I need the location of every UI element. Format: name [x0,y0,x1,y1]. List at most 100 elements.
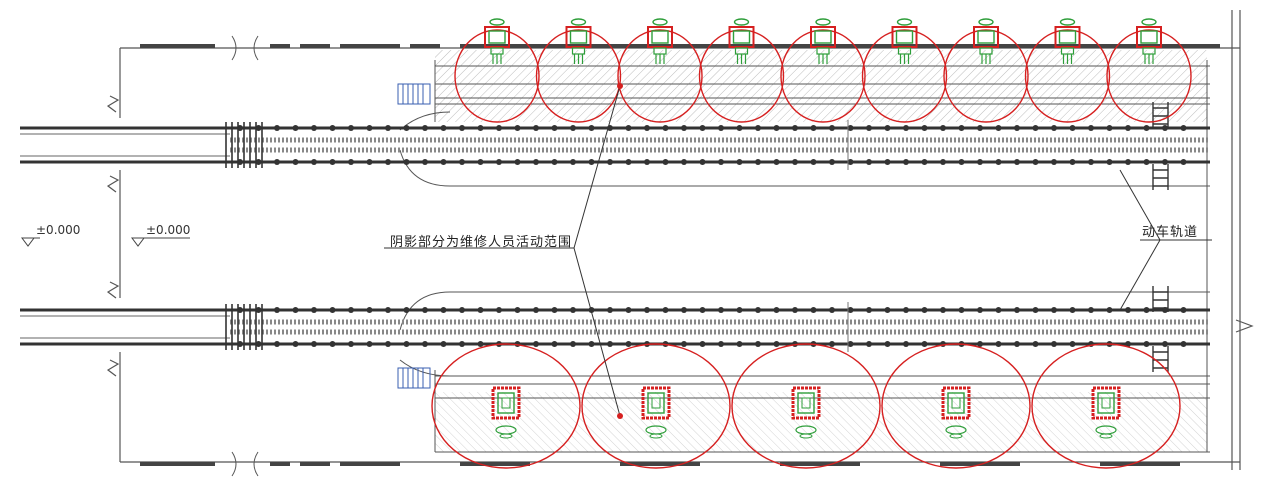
sleeper-dot [681,125,687,131]
sleeper-dot [792,307,798,313]
sleeper-dot [884,307,891,313]
jack-equipment-icon [728,18,755,64]
jack-equipment-icon [565,18,592,64]
sleeper-dot [810,307,817,313]
jack-equipment-icon [810,18,836,64]
equipment-frame [641,386,671,420]
equipment-housing [810,26,836,48]
equipment-inner [651,397,661,409]
sleeper-dot [940,159,946,165]
sleeper-dot [1051,159,1057,165]
sleeper-dot [958,307,965,313]
range-circle [1024,29,1111,123]
jack-equipment-icon [973,18,999,64]
range-circle [617,29,703,123]
sleeper-dot [607,159,613,165]
sleeper-dot [514,125,521,131]
sleeper-dot [1069,125,1076,131]
equipment-base-ring [949,433,963,439]
sleeper-dot [625,125,632,131]
sleeper-dot [1125,159,1131,165]
sleeper-dot [551,307,558,313]
sleeper-dot [995,159,1002,165]
sleeper-dot [274,159,280,165]
sleeper-dot [662,125,669,131]
stair-bottom [397,367,431,389]
sleeper-dot [1162,159,1168,165]
equipment-core [814,30,832,44]
sleeper-dot [755,307,761,313]
range-circle [1031,343,1181,469]
sleeper-dot [348,159,354,165]
sleeper-dot [607,341,613,347]
sleeper-dot [940,125,946,131]
sleeper-dot [496,159,502,165]
sleeper-dot [1162,125,1168,131]
sleeper-dot [1014,159,1020,165]
sleeper-dot [551,159,558,165]
sleeper-dot [718,307,724,313]
range-circle [780,29,866,123]
equipment-frame [1091,386,1121,420]
equipment-housing [891,26,918,48]
top-equipment-row [484,18,1162,64]
sleeper-dot [422,341,428,347]
sleeper-dot [311,125,317,131]
sleeper-dot [829,125,835,131]
equipment-housing [484,26,510,48]
sleeper-dot [255,125,262,131]
sleeper-dot [1162,341,1168,347]
sleeper-dot [921,159,928,165]
sleeper-dot [588,341,595,347]
equipment-housing [728,26,755,48]
equipment-core [732,30,751,44]
sleeper-dot [977,307,983,313]
sleeper-dot [422,159,428,165]
sleeper-dot [422,307,428,313]
sleeper-dot [773,307,780,313]
sleeper-dot [1088,125,1094,131]
range-circle [881,343,1031,469]
sleeper-dot [1032,125,1039,131]
sleeper-dot [866,307,872,313]
sleeper-dot [866,125,872,131]
equipment-base-ring [799,433,813,439]
sleeper-dot [292,159,299,165]
sleeper-dot [903,125,909,131]
sleeper-dot [662,159,669,165]
lift-equipment-icon [491,386,521,439]
equipment-base-ring [499,433,513,439]
equipment-core [1097,392,1115,414]
sleeper-dot [810,159,817,165]
sleeper-dot [588,125,595,131]
equipment-core [895,30,914,44]
equipment-core [651,30,669,44]
sleeper-dot [329,341,336,347]
sleeper-dot [1180,125,1187,131]
sleeper-dot [403,159,410,165]
jack-equipment-icon [484,18,510,64]
sleeper-dot [829,341,835,347]
equipment-top-ring [489,18,505,26]
sleeper-dot [477,307,484,313]
stair-top [397,83,431,105]
sleeper-dot [977,159,983,165]
sleeper-dot [884,159,891,165]
sleeper-dot [903,159,909,165]
sleeper-dot [995,341,1002,347]
sleeper-dot [348,125,354,131]
sleeper-dot [255,159,262,165]
sleeper-dot [736,341,743,347]
sleeper-dot [1069,159,1076,165]
sleeper-dot [699,341,706,347]
sleeper-dot [533,307,539,313]
equipment-frame [941,386,971,420]
sleeper-dot [1032,159,1039,165]
sleeper-dot [644,159,650,165]
sleeper-dot [551,125,558,131]
sleeper-dot [699,159,706,165]
tracks [20,120,1210,352]
jack-equipment-icon [891,18,918,64]
equipment-core [977,30,995,44]
sleeper-dot [366,159,373,165]
